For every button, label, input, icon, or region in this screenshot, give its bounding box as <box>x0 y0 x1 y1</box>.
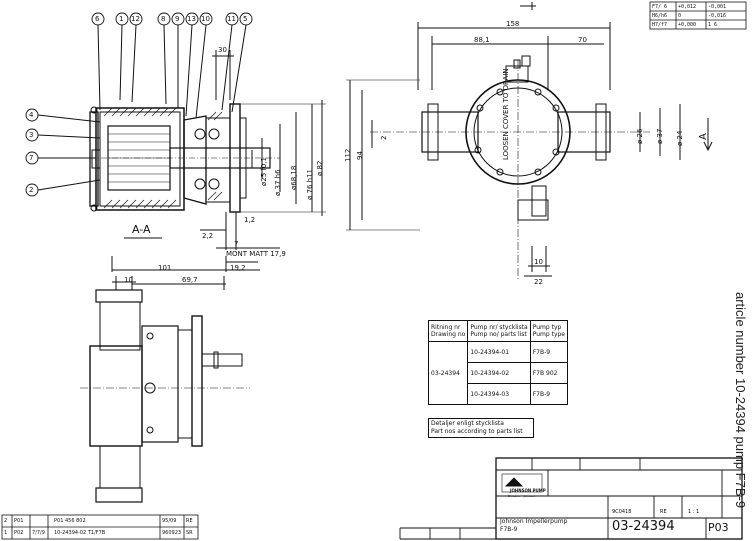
rev-date: 95/09 <box>162 518 177 524</box>
dim-112: 112 <box>344 148 352 162</box>
balloon-12: 12 <box>131 15 140 23</box>
side-view <box>80 276 250 503</box>
balloon-9: 9 <box>175 15 180 23</box>
dim-10: 10 <box>124 276 133 284</box>
dim-30: 30 <box>218 46 227 54</box>
balloon-1: 1 <box>119 15 124 23</box>
title-block-frame <box>399 457 743 540</box>
rev-sign: RE <box>186 518 193 524</box>
dim-101: 101 <box>158 264 172 272</box>
balloon-13: 13 <box>187 15 196 23</box>
dim-70: 70 <box>578 36 587 44</box>
balloon-8: 8 <box>161 15 166 23</box>
tol-lower-3: 1 6 <box>708 22 718 28</box>
pump-type-cell: F7B-9 <box>529 341 569 363</box>
section-arrow-a: A <box>698 133 709 140</box>
rev-code: P02 <box>14 530 24 536</box>
dim-phi37-right: ø 37 <box>656 128 664 144</box>
pump-type-cell: F7B-9 <box>529 383 569 405</box>
date: 9C0418 <box>612 509 632 515</box>
article-number-label: article number 10-24394 pump F7B-9 <box>733 292 748 509</box>
dim-7: 7 <box>234 240 239 248</box>
table-row: 10-24394-03 F7B-9 <box>429 383 569 405</box>
tolerance-table-frame <box>649 1 747 30</box>
sheet-number: P03 <box>708 521 729 534</box>
side-label: article number 10-24394 pump F7B-9 <box>728 292 750 540</box>
rev-index: 2 <box>4 518 8 524</box>
company-sub: Division • Johnson <box>508 494 536 498</box>
balloon-7: 7 <box>29 154 34 162</box>
rev-date: 960923 <box>162 530 182 536</box>
rev-sign: SR <box>186 530 193 536</box>
balloon-5: 5 <box>243 15 248 23</box>
dim-94: 94 <box>356 151 364 160</box>
dim-phi24: ø 24 <box>676 130 684 146</box>
cover-drain-text: LOOSEN COVER TO DRAIN <box>502 68 510 160</box>
dim-2: 2 <box>380 135 388 140</box>
tol-upper-2: 0 <box>678 13 682 19</box>
dim-158: 158 <box>506 20 520 28</box>
rev-desc: 10-24394-02 T1/F7B <box>54 530 106 536</box>
balloon-10: 10 <box>201 15 210 23</box>
dim-69-7: 69,7 <box>182 276 198 284</box>
pump-no-cell: 10-24394-02 <box>467 362 531 384</box>
balloon-3: 3 <box>29 131 34 139</box>
dim-phi68: ø68,18 <box>290 165 298 190</box>
dim-phi82: ø 82 <box>316 160 324 176</box>
pump-no-cell: 10-24394-01 <box>467 341 531 363</box>
pump-type-cell: F7B 902 <box>529 362 569 384</box>
rev-index: 1 <box>4 530 8 536</box>
section-label: A-A <box>132 223 151 236</box>
tol-lower-2: -0,016 <box>708 13 727 19</box>
section-view-a-a <box>37 24 326 272</box>
dim-88-1: 88,1 <box>474 36 490 44</box>
balloon-2: 2 <box>29 186 34 194</box>
scale: 1 : 1 <box>688 509 700 515</box>
dim-2-2: 2,2 <box>202 232 214 240</box>
rev-zone: 7/7/9 <box>32 530 45 536</box>
drawing-subtitle: F7B-9 <box>500 526 518 533</box>
dim-phi76: ø 76 h11 <box>306 169 314 200</box>
end-view <box>346 2 713 280</box>
dim-1-2: 1,2 <box>244 216 256 224</box>
note-en: Part nos according to parts list <box>431 428 523 435</box>
dim-phi37: ø 37 h6 <box>274 169 282 196</box>
tol-fit-3: H7/f7 <box>652 22 668 28</box>
dim-19-2: 19,2 <box>230 264 246 272</box>
tol-fit-2: H6/h6 <box>652 13 668 19</box>
balloon-11: 11 <box>227 15 236 23</box>
drawn-by: RE <box>660 509 667 515</box>
dim-phi26: ø 26 <box>636 128 644 144</box>
dim-phi25: ø25 f0,1 <box>260 156 268 186</box>
parts-note: Detaljer enligt stycklista Part nos acco… <box>428 418 534 438</box>
rev-desc: P01 456 802 <box>54 518 86 524</box>
tol-upper-1: +0,012 <box>678 4 697 10</box>
table-row: 03-24394 10-24394-01 F7B-9 <box>427 341 569 405</box>
dim-10-right: 10 <box>534 258 543 266</box>
pump-no-cell: 10-24394-03 <box>467 383 531 405</box>
table-row: 10-24394-02 F7B 902 <box>429 362 569 384</box>
drawing-title: Johnson Impellerpump <box>500 518 568 525</box>
tol-lower-1: -0,001 <box>708 4 727 10</box>
tol-fit-1: F7/ 6 <box>652 4 668 10</box>
mont-matt: MONT MATT 17,9 <box>226 250 286 258</box>
rev-code: P01 <box>14 518 24 524</box>
revision-frame <box>1 514 199 540</box>
drawing-cell: 03-24394 <box>427 341 469 405</box>
drawing-number: 03-24394 <box>612 519 675 534</box>
balloon-6: 6 <box>95 15 100 23</box>
dim-22: 22 <box>534 278 543 286</box>
tol-upper-3: +0,000 <box>678 22 697 28</box>
company-logo-text: JOHNSON PUMP <box>510 488 546 493</box>
balloons <box>25 12 253 197</box>
balloon-4: 4 <box>29 111 34 119</box>
note-sv: Detaljer enligt stycklista <box>431 420 504 427</box>
